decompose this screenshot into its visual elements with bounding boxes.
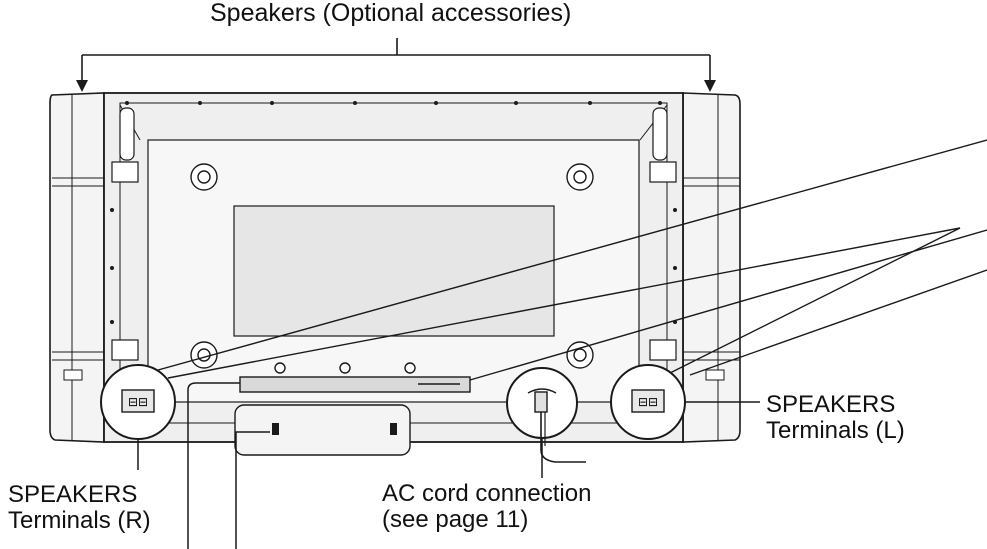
stand-bracket (234, 404, 411, 456)
ac-cord-line2: (see page 11) (382, 505, 529, 533)
speakers-terminals-left-line2: Terminals (L) (766, 416, 905, 444)
speakers-terminals-left-line1: SPEAKERS (766, 391, 896, 418)
speakers-terminals-left-label: SPEAKERS Terminals (L) (766, 392, 905, 444)
ac-cord-connection-label: AC cord connection (see page 11) (382, 481, 591, 533)
ac-cord-line1: AC cord connection (382, 480, 592, 507)
bracket-slot (390, 423, 397, 435)
perspective-lines (139, 139, 987, 381)
speakers-terminal-right-callout: ⊟⊟ (100, 364, 176, 470)
terminal-badge: ⊟⊟ (128, 395, 148, 409)
display-rear-panel (103, 92, 684, 443)
left-speaker-unit (49, 92, 105, 443)
screw-dots (110, 101, 677, 324)
terminal-strip (239, 362, 471, 393)
arrow-down-right-icon (704, 80, 716, 92)
speakers-terminals-right-label: SPEAKERS Terminals (R) (8, 482, 151, 534)
speakers-terminal-left-callout: ⊟⊟ (610, 364, 760, 440)
speakers-terminals-right-line2: Terminals (R) (8, 506, 151, 534)
speakers-optional-label: Speakers (Optional accessories) (210, 0, 572, 27)
speakers-terminals-right-line1: SPEAKERS (8, 481, 138, 508)
right-speaker-unit (682, 92, 741, 443)
terminal-badge: ⊟⊟ (638, 395, 658, 409)
mounting-holes (190, 163, 594, 369)
callout-lines (187, 382, 270, 549)
ac-cord-callout (506, 367, 586, 478)
speakers-bracket (81, 38, 711, 82)
speaker-brackets (111, 107, 677, 361)
bracket-slot (272, 423, 279, 435)
arrow-down-left-icon (76, 80, 88, 92)
